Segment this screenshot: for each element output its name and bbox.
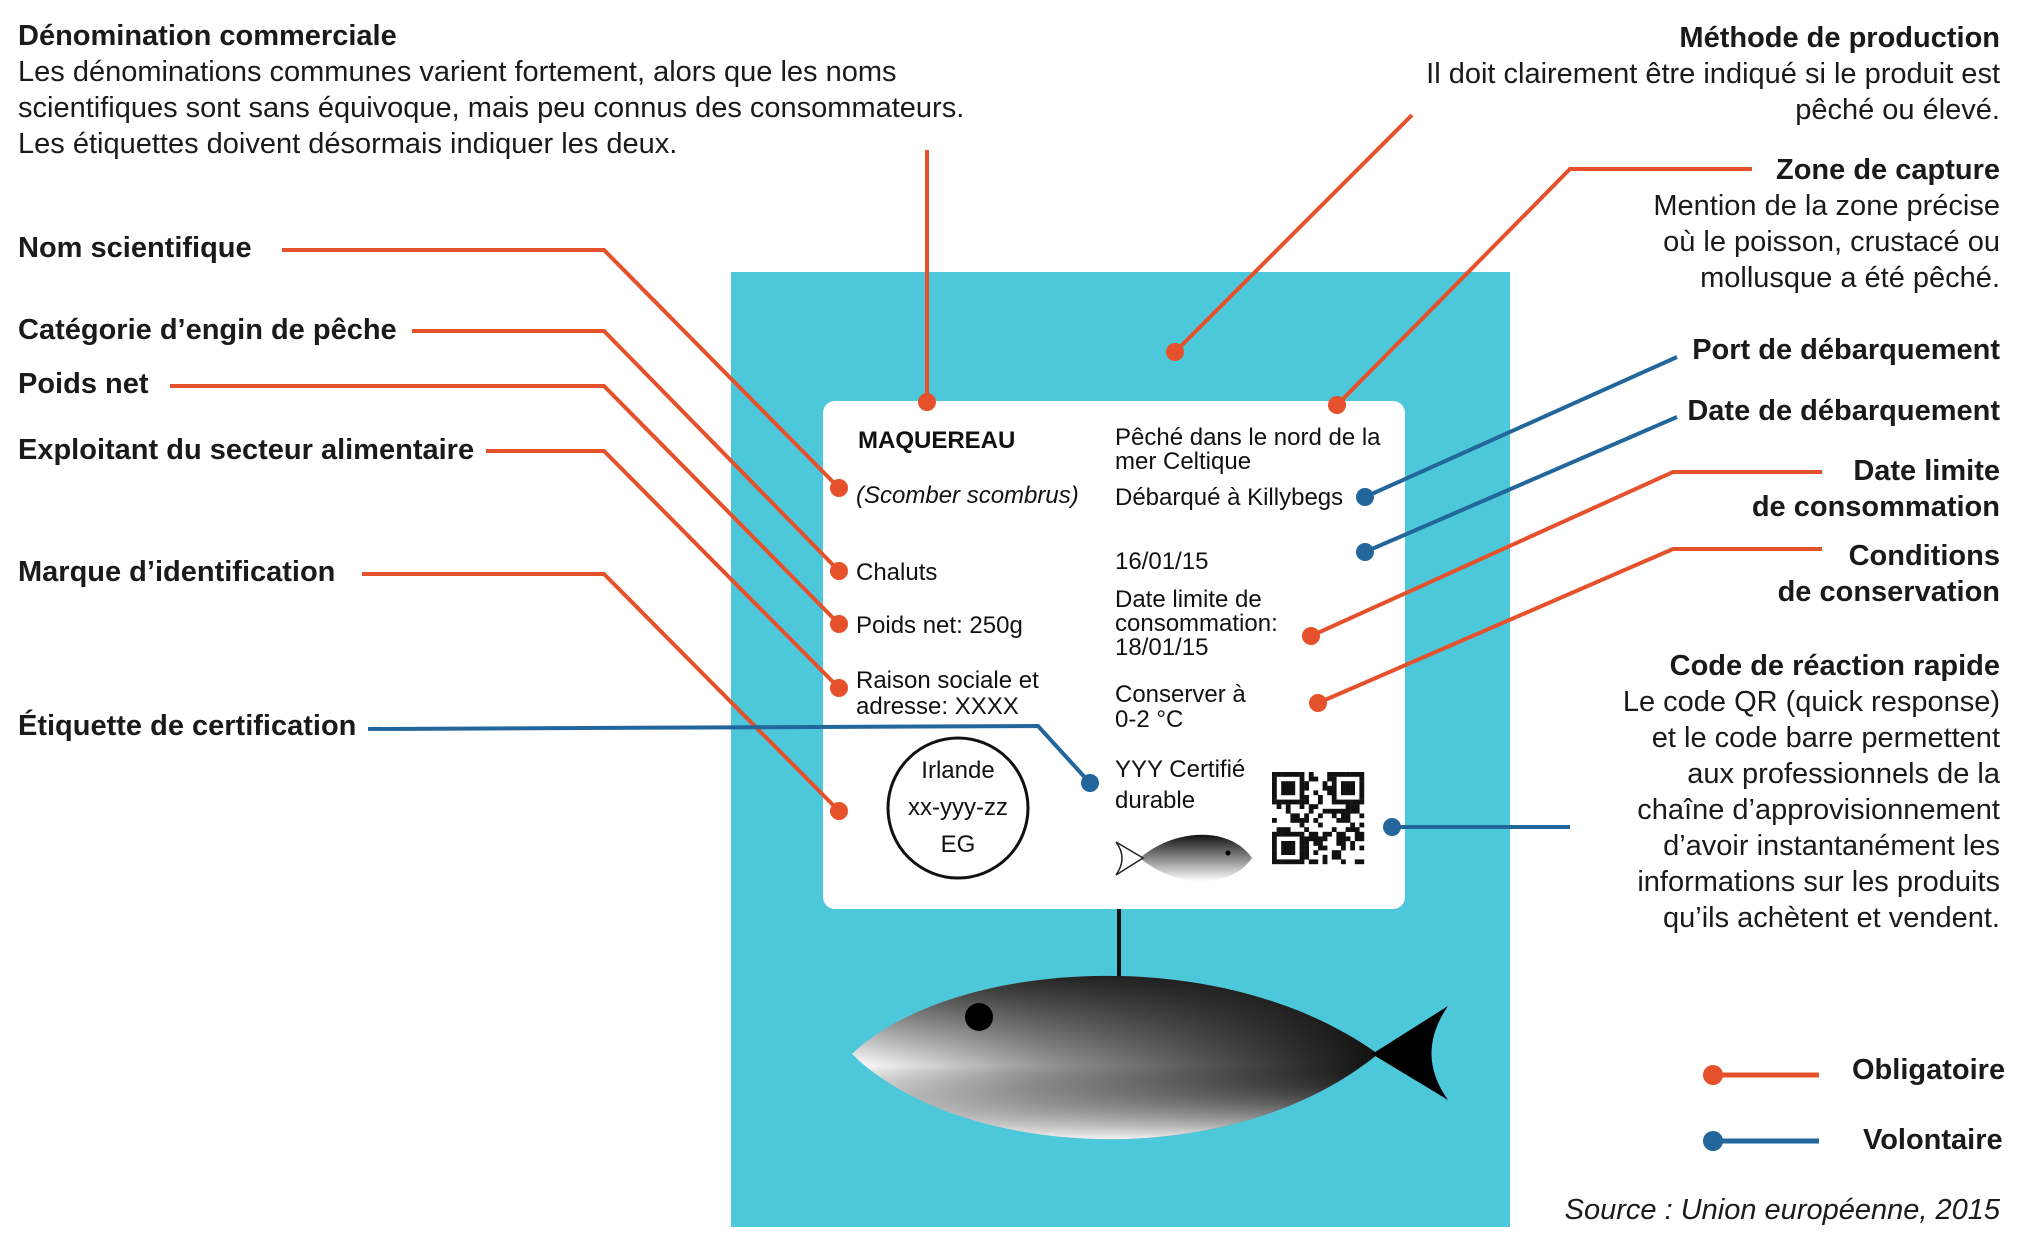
code-reaction-title: Code de réaction rapide [1669,650,2000,682]
conditions-title-2: de conservation [1777,576,2000,608]
categorie-engin-title: Catégorie d’engin de pêche [18,314,397,346]
date-limite-title-1: Date limite [1853,455,2000,487]
label-product-name: MAQUEREAU [858,427,1016,454]
date-limite-title-2: de consommation [1751,491,2000,523]
label-operator-2: adresse: XXXX [856,693,1019,720]
identification-stamp [886,736,1030,880]
label-catch-area-1: Pêché dans le nord de la [1115,424,1381,451]
code-reaction-line-7: qu’ils achètent et vendent. [1663,902,2000,934]
stamp-line-3: EG [940,831,976,858]
label-weight: Poids net: 250g [856,612,1023,639]
source-note: Source : Union européenne, 2015 [1564,1194,2000,1226]
small-fish-icon [1115,834,1252,882]
zone-capture-line-2: où le poisson, crustacé ou [1663,226,2000,258]
connector-exploitant [486,449,841,690]
label-date: 16/01/15 [1115,548,1209,575]
label-storage-2: 0-2 °C [1115,706,1184,733]
date-debarquement-title: Date de débarquement [1687,395,2000,427]
methode-production-line-1: Il doit clairement être indiqué si le pr… [1426,58,2000,90]
label-expiry-3: 18/01/15 [1115,634,1209,661]
denomination-line-3: Les étiquettes doivent désormais indique… [18,128,678,160]
conditions-title-1: Conditions [1848,540,2000,572]
connector-marque [362,572,841,813]
code-reaction-line-2: et le code barre permettent [1651,722,2000,754]
label-card [823,401,1405,909]
denomination-line-1: Les dénominations communes varient forte… [18,56,897,88]
qr-code [1272,772,1365,865]
nom-scientifique-title: Nom scientifique [18,232,252,264]
zone-capture-title: Zone de capture [1776,154,2000,186]
port-debarquement-title: Port de débarquement [1692,334,2000,366]
connector-conditions [1317,547,1822,705]
fish-illustration [852,909,1448,1140]
code-reaction-line-5: d’avoir instantanément les [1663,830,2000,862]
label-gear: Chaluts [856,559,938,586]
marque-identification-title: Marque d’identification [18,556,336,588]
denomination-title: Dénomination commerciale [18,20,397,52]
connector-certification [367,723,1092,785]
label-operator-1: Raison sociale et [856,667,1039,694]
code-reaction-line-6: informations sur les produits [1637,866,2000,898]
label-scientific-name: (Scomber scombrus) [856,482,1079,509]
label-certified-2: durable [1115,787,1196,814]
zone-capture-line-1: Mention de la zone précise [1653,190,2000,222]
poids-net-title: Poids net [18,368,149,400]
connector-methode [1173,113,1414,354]
legend-mandatory: Obligatoire [1852,1054,2006,1086]
denomination-line-2: scientifiques sont sans équivoque, mais … [18,92,965,124]
methode-production-line-2: pêché ou élevé. [1795,94,2000,126]
exploitant-title: Exploitant du secteur alimentaire [18,434,475,466]
stamp-line-1: Irlande [921,757,995,784]
connector-date-limite [1310,470,1822,638]
label-storage-1: Conserver à [1115,681,1246,708]
methode-production-title: Méthode de production [1679,22,2000,54]
connector-engin [412,329,841,573]
connector-poids [170,384,841,626]
connector-zone [1335,167,1752,407]
zone-capture-line-3: mollusque a été pêché. [1700,262,2000,294]
label-expiry-1: Date limite de [1115,586,1262,613]
label-catch-area-2: mer Celtique [1115,448,1252,475]
legend [1703,1065,1819,1151]
stamp-line-2: xx-yyy-zz [908,794,1008,821]
code-reaction-line-1: Le code QR (quick response) [1622,686,2000,718]
code-reaction-line-3: aux professionnels de la [1687,758,2000,790]
label-certified-1: YYY Certifié [1115,756,1246,783]
etiquette-certification-title: Étiquette de certification [18,710,357,742]
legend-voluntary: Volontaire [1863,1124,2003,1156]
connector-port [1364,355,1678,499]
connector-nom-scientifique [282,248,841,490]
label-expiry-2: consommation: [1115,610,1278,637]
connector-date-debarquement [1364,415,1678,554]
code-reaction-line-4: chaîne d’approvisionnement [1637,794,2000,826]
label-landed: Débarqué à Killybegs [1115,484,1344,511]
